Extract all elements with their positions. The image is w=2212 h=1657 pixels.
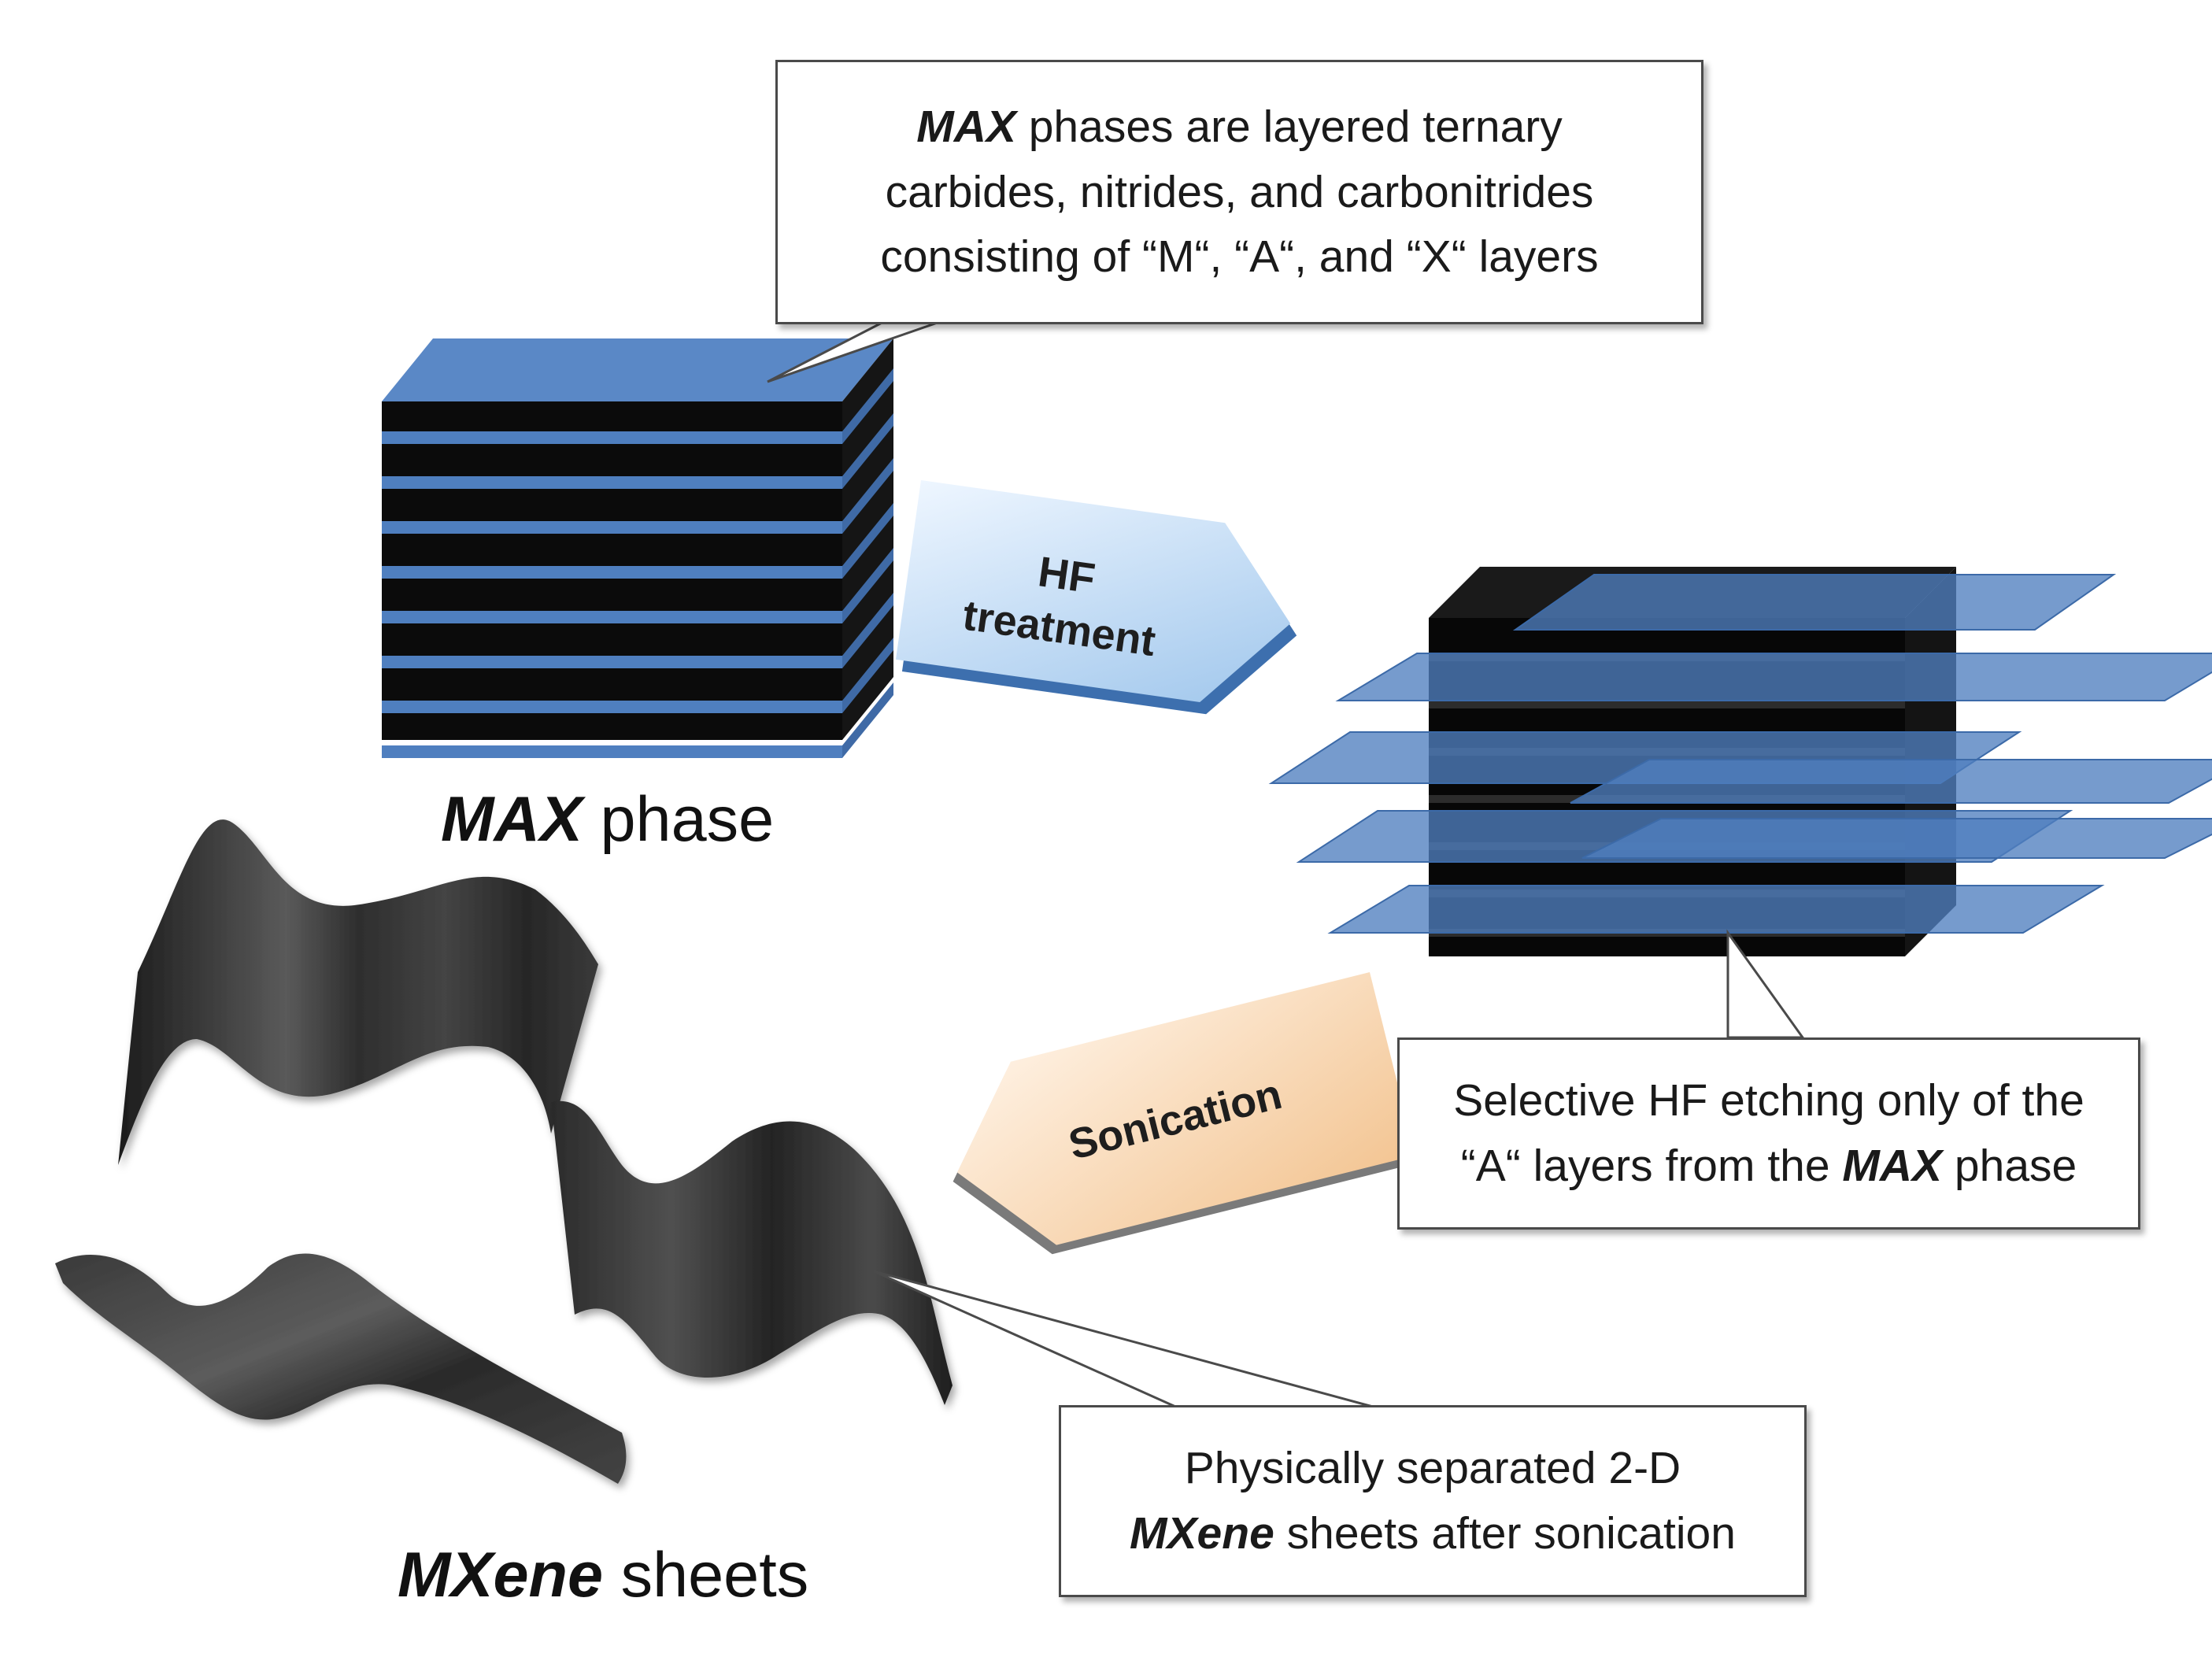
max-stack-layers (382, 368, 893, 758)
max-blue-layer (382, 701, 842, 713)
max-blue-layer (382, 476, 842, 489)
max-phase-callout: MAX phases are layered ternary carbides,… (775, 60, 1703, 324)
mxene-term: MXene (1130, 1508, 1274, 1559)
sonication-arrow: Sonication (952, 972, 1416, 1255)
mxene-sheet-medium (551, 1100, 952, 1405)
max-callout-line-2: carbides, nitrides, and carbonitrides (885, 166, 1594, 217)
mxene-sheets-group (55, 819, 952, 1484)
max-callout-line-3: consisting of “M“, “A“, and “X“ layers (880, 231, 1599, 283)
max-blue-layer-side (842, 458, 893, 534)
max-caption-rest: phase (583, 784, 775, 855)
blue-sheet (1335, 653, 2212, 701)
max-blue-layer (382, 521, 842, 534)
etched-max-stack (1268, 567, 2212, 956)
max-blue-layer (382, 656, 842, 668)
max-blue-layer (382, 566, 842, 579)
etching-callout-line-2: “A“ layers from the MAX phase (1461, 1134, 2077, 1199)
max-callout-line-1-text: phases are layered ternary (1015, 102, 1563, 153)
mxene-callout-line-2-text: sheets after sonication (1274, 1508, 1736, 1559)
max-blue-layer-side (842, 682, 893, 758)
mxene-callout-line-2: MXene sheets after sonication (1130, 1501, 1736, 1566)
mxene-caption-rest: sheets (603, 1540, 809, 1611)
mxene-caption-term: MXene (398, 1540, 604, 1611)
etched-gap (1429, 701, 1905, 708)
blue-sheet (1512, 574, 2117, 631)
max-blue-layer (382, 611, 842, 623)
etching-line-2-suffix: phase (1942, 1141, 2077, 1191)
max-callout-line-1: MAX phases are layered ternary (916, 94, 1563, 160)
max-phase-stack (382, 338, 893, 758)
max-term: MAX (916, 102, 1016, 153)
max-blue-layer-side (842, 503, 893, 579)
max-blue-layer-side (842, 638, 893, 713)
max-term-inline: MAX (1842, 1141, 1943, 1191)
blue-sheet (1570, 759, 2212, 804)
exfoliating-sheets (1268, 574, 2212, 934)
max-blue-layer (382, 745, 842, 758)
max-blue-layer-side (842, 548, 893, 623)
mxene-sheet-flat (55, 1253, 627, 1484)
hf-label: HF (1035, 548, 1098, 602)
max-caption-term: MAX (441, 784, 583, 855)
etching-callout-line-1: Selective HF etching only of the (1453, 1075, 2084, 1126)
max-blue-layer-side (842, 413, 893, 489)
max-blue-layer-side (842, 593, 893, 668)
max-blue-layer (382, 431, 842, 444)
mxene-sheets-caption: MXene sheets (398, 1539, 808, 1612)
mxene-sheet-large (118, 819, 598, 1165)
max-blue-layer-side (842, 368, 893, 444)
hf-treatment-arrow: HF treatment (895, 480, 1297, 715)
max-stack-top-face (382, 338, 893, 401)
mxene-callout: Physically separated 2-D MXene sheets af… (1059, 1405, 1807, 1597)
mxene-callout-line-1: Physically separated 2-D (1184, 1443, 1681, 1494)
blue-sheet (1581, 818, 2212, 859)
etching-line-2-prefix: “A“ layers from the (1460, 1141, 1843, 1191)
blue-sheet (1327, 885, 2105, 934)
etching-callout: Selective HF etching only of the “A“ lay… (1397, 1037, 2140, 1230)
max-phase-caption: MAX phase (441, 783, 774, 856)
